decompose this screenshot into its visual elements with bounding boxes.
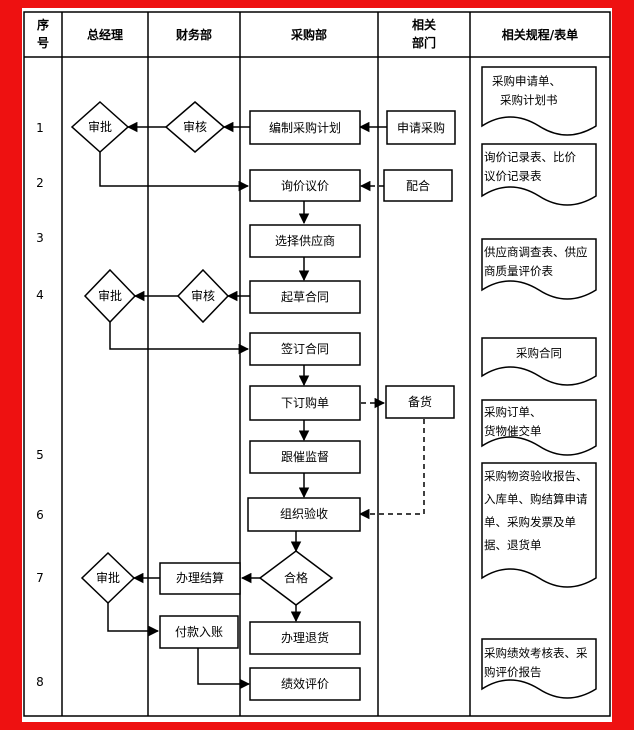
row-numbers: 1 2 3 4 5 6 7 8: [36, 121, 44, 689]
table-header: 序 号 总经理 财务部 采购部 相关 部门 相关规程/表单: [37, 17, 578, 50]
finance-review-label: 审核: [191, 288, 215, 303]
header-seq: 序: [37, 17, 49, 32]
doc-text: 采购绩效考核表、采: [484, 646, 588, 660]
header-finance: 财务部: [175, 27, 212, 42]
doc-shape: [481, 238, 597, 300]
header-gm: 总经理: [87, 27, 123, 42]
select-supplier-box: [249, 224, 361, 258]
finance-review-diamond: [176, 268, 230, 324]
table-grid: [23, 11, 611, 717]
doc-text: 采购申请单、: [492, 74, 561, 88]
performance-label: 绩效评价: [281, 676, 329, 691]
compile-plan-box: [249, 110, 361, 145]
finance-review-diamond: [164, 101, 226, 153]
compile-plan-label: 编制采购计划: [269, 120, 341, 135]
place-order-label: 下订购单: [281, 395, 329, 410]
return-goods-label: 办理退货: [281, 630, 329, 645]
header-docs: 相关规程/表单: [502, 27, 578, 42]
node-labels: 审批 审核 编制采购计划 申请采购 询价议价 配合 选择供应商 审批 审核 起草…: [88, 119, 445, 691]
settlement-box: [159, 562, 241, 595]
draft-contract-label: 起草合同: [281, 289, 329, 304]
gm-approve-diamond: [83, 268, 137, 324]
gm-approve-label: 审批: [96, 570, 120, 585]
doc-shape: [481, 66, 597, 136]
row-number: 6: [36, 508, 44, 522]
header-related: 部门: [412, 35, 436, 50]
apply-purchase-box: [386, 110, 456, 145]
cooperate-box: [383, 169, 453, 202]
inspection-box: [247, 497, 361, 532]
doc-shape: [481, 143, 597, 206]
cooperate-label: 配合: [406, 178, 430, 193]
header-purchasing: 采购部: [290, 27, 327, 42]
performance-box: [249, 667, 361, 701]
doc-shape: [481, 399, 597, 456]
follow-up-box: [249, 440, 361, 474]
finance-review-label: 审核: [183, 119, 207, 134]
place-order-box: [249, 385, 361, 421]
doc-text: 询价记录表、比价: [484, 150, 576, 164]
doc-text: 购评价报告: [484, 665, 542, 679]
payment-label: 付款入账: [175, 625, 223, 639]
follow-up-label: 跟催监督: [281, 449, 329, 464]
qualified-diamond: [258, 550, 334, 606]
row-number: 7: [36, 571, 44, 585]
apply-purchase-label: 申请采购: [397, 120, 445, 135]
qualified-label: 合格: [284, 570, 308, 585]
doc-text: 据、退货单: [484, 538, 542, 552]
header-related: 相关: [412, 17, 436, 32]
doc-shape: [481, 638, 597, 699]
doc-text: 议价记录表: [484, 169, 542, 183]
doc-text: 入库单、购结算申请: [484, 492, 588, 506]
document-texts: 采购申请单、 采购计划书 询价记录表、比价 议价记录表 供应商调查表、供应 商质…: [484, 74, 588, 679]
doc-text: 采购合同: [516, 346, 562, 360]
draft-contract-box: [249, 280, 361, 314]
doc-text: 供应商调查表、供应: [484, 245, 588, 259]
doc-text: 单、采购发票及单: [484, 515, 576, 529]
document-shapes: [481, 66, 597, 699]
doc-shape: [481, 337, 597, 386]
select-supplier-label: 选择供应商: [275, 233, 335, 248]
row-number: 5: [36, 448, 44, 462]
decision-diamonds: [70, 100, 334, 606]
connectors: [99, 121, 425, 690]
doc-text: 商质量评价表: [484, 264, 553, 278]
inquiry-label: 询价议价: [281, 179, 329, 193]
stock-prep-label: 备货: [408, 394, 432, 409]
row-number: 4: [36, 288, 44, 302]
inquiry-box: [249, 169, 361, 202]
inspection-label: 组织验收: [280, 506, 328, 521]
doc-text: 采购订单、: [484, 405, 542, 419]
doc-text: 货物催交单: [484, 424, 542, 438]
gm-approve-diamond: [70, 100, 130, 154]
row-number: 8: [36, 675, 44, 689]
gm-approve-label: 审批: [98, 288, 122, 303]
row-number: 1: [36, 121, 44, 135]
settlement-label: 办理结算: [176, 570, 224, 585]
stock-prep-box: [385, 385, 455, 419]
gm-approve-diamond: [80, 551, 136, 605]
doc-text: 采购计划书: [500, 93, 558, 107]
doc-shape: [481, 462, 597, 588]
row-number: 2: [36, 176, 44, 190]
row-number: 3: [36, 231, 44, 245]
sign-contract-box: [249, 332, 361, 366]
payment-box: [159, 615, 239, 649]
doc-text: 采购物资验收报告、: [484, 469, 588, 483]
sign-contract-label: 签订合同: [281, 341, 329, 356]
header-seq: 号: [37, 35, 49, 50]
process-boxes: [159, 110, 456, 701]
return-goods-box: [249, 621, 361, 655]
gm-approve-label: 审批: [88, 119, 112, 134]
